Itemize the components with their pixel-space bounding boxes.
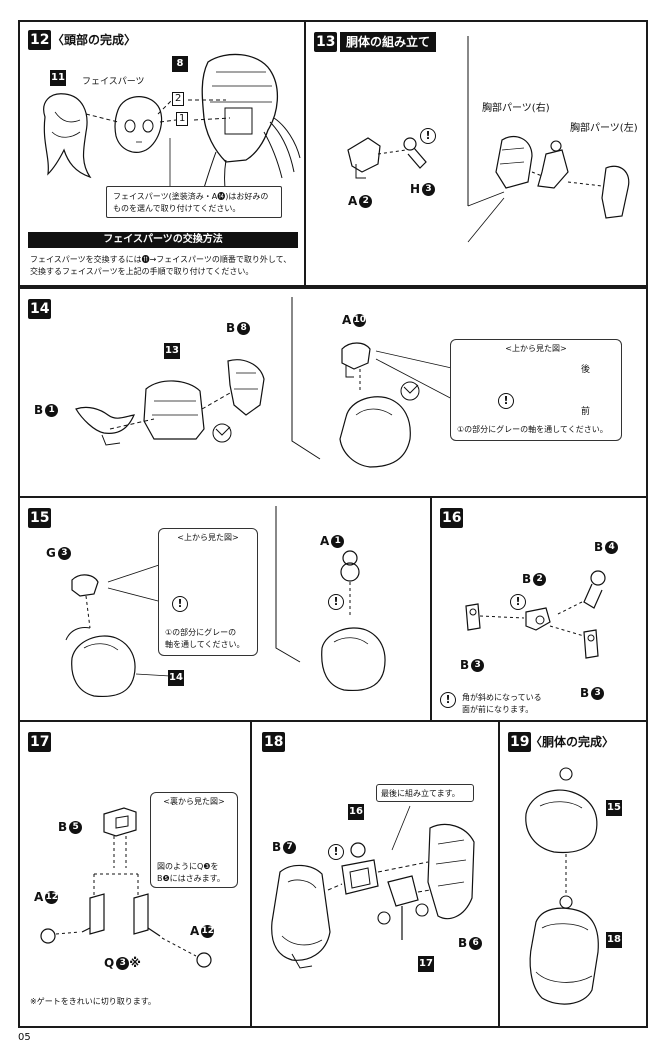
step-18-number: 18 <box>262 732 286 752</box>
top-view-box-14: <上から見た図> 後 前 ①の部分にグレーの軸を通してください。 <box>450 339 622 441</box>
part-15-label: 15 <box>606 800 622 816</box>
step-12-panel: 12 〈頭部の完成〉 11 8 フェイスパーツ 2 1 フェイスパーツ(塗装済み… <box>18 20 306 287</box>
face-parts-label: フェイスパーツ <box>82 77 145 87</box>
callout-text-2: ものを選んで取り付けてください。 <box>113 204 241 213</box>
step-12-number: 12 <box>28 30 52 50</box>
part-11-label: 11 <box>50 70 66 86</box>
exchange-text-1: フェイスパーツを交換するには⓫→フェイスパーツの順番で取り外して、 <box>30 255 292 264</box>
top-view-note-15a: ①の部分にグレーの <box>165 628 237 637</box>
step-19-number: 19 <box>508 732 532 752</box>
caution-icon-18: ! <box>328 844 344 860</box>
back-view-note-17a: 図のようにQ❸を <box>157 862 219 871</box>
torso-complete-illustration <box>525 767 599 1005</box>
step-19-title: 〈胴体の完成〉 <box>530 735 615 749</box>
torso-assembly-illustration <box>347 36 630 243</box>
step-17-number: 17 <box>28 732 52 752</box>
top-view-title-15: <上から見た図> <box>177 533 239 542</box>
top-view-note-14: ①の部分にグレーの軸を通してください。 <box>457 425 608 434</box>
caution-icon-15b: ! <box>328 594 344 610</box>
step-14-number: 14 <box>28 299 52 319</box>
gate-note: ※ゲートをきれいに切り取ります。 <box>30 997 156 1006</box>
part-17-label: 17 <box>418 956 434 972</box>
caution-icon-15a: ! <box>172 596 188 612</box>
top-view-note-15b: 軸を通してください。 <box>165 640 245 649</box>
body-assembly-illustration <box>271 805 475 969</box>
neck-joint-illustration <box>465 570 606 659</box>
part-8-label: 8 <box>172 56 188 72</box>
last-note-box: 最後に組み立てます。 <box>376 784 474 802</box>
caution-icon-16a: ! <box>510 594 526 610</box>
exchange-text-2: 交換するフェイスパーツを上記の手順で取り付けてください。 <box>30 267 254 276</box>
top-view-title-14: <上から見た図> <box>505 344 567 353</box>
step-12-title: 〈頭部の完成〉 <box>52 33 137 47</box>
head-assembly-illustration <box>43 53 301 199</box>
step-19-panel: 19 〈胴体の完成〉 15 18 <box>498 720 648 1028</box>
step-16-number: 16 <box>440 508 464 528</box>
part-18-label: 18 <box>606 932 622 948</box>
order-1-label: 1 <box>176 112 189 126</box>
exchange-title-bar: フェイスパーツの交換方法 <box>28 232 298 248</box>
front-label: 前 <box>581 407 591 417</box>
part-14-label: 14 <box>168 670 184 686</box>
order-2-label: 2 <box>172 92 185 106</box>
callout-text-1: フェイスパーツ(塗装済み・A⓮)はお好みの <box>113 192 269 201</box>
back-view-title-17: <裏から見た図> <box>163 797 225 806</box>
back-label: 後 <box>581 365 591 375</box>
face-parts-callout: フェイスパーツ(塗装済み・A⓮)はお好みの ものを選んで取り付けてください。 <box>106 186 282 218</box>
back-view-box-17: <裏から見た図> 図のようにQ❸を B❺にはさみます。 <box>150 792 238 888</box>
step-16-note-2: 面が前になります。 <box>462 705 534 714</box>
caution-icon-14: ! <box>498 393 514 409</box>
top-view-box-15: <上から見た図> ①の部分にグレーの 軸を通してください。 <box>158 528 258 656</box>
part-13-label: 13 <box>164 343 180 359</box>
step-13-title: 胴体の組み立て <box>340 32 437 52</box>
caution-icon-16b: ! <box>440 692 456 708</box>
page-number: 05 <box>18 1032 31 1043</box>
chest-right-label: 胸部パーツ(右) <box>482 103 550 114</box>
step-13-number: 13 <box>314 32 338 52</box>
step-16-note-1: 角が斜めになっている <box>462 693 542 702</box>
caution-icon-13a: ! <box>420 128 436 144</box>
back-view-note-17b: B❺にはさみます。 <box>157 874 225 883</box>
part-16-label: 16 <box>348 804 364 820</box>
last-note-text: 最後に組み立てます。 <box>381 789 460 798</box>
chest-left-label: 胸部パーツ(左) <box>570 123 638 134</box>
step-15-number: 15 <box>28 508 52 528</box>
